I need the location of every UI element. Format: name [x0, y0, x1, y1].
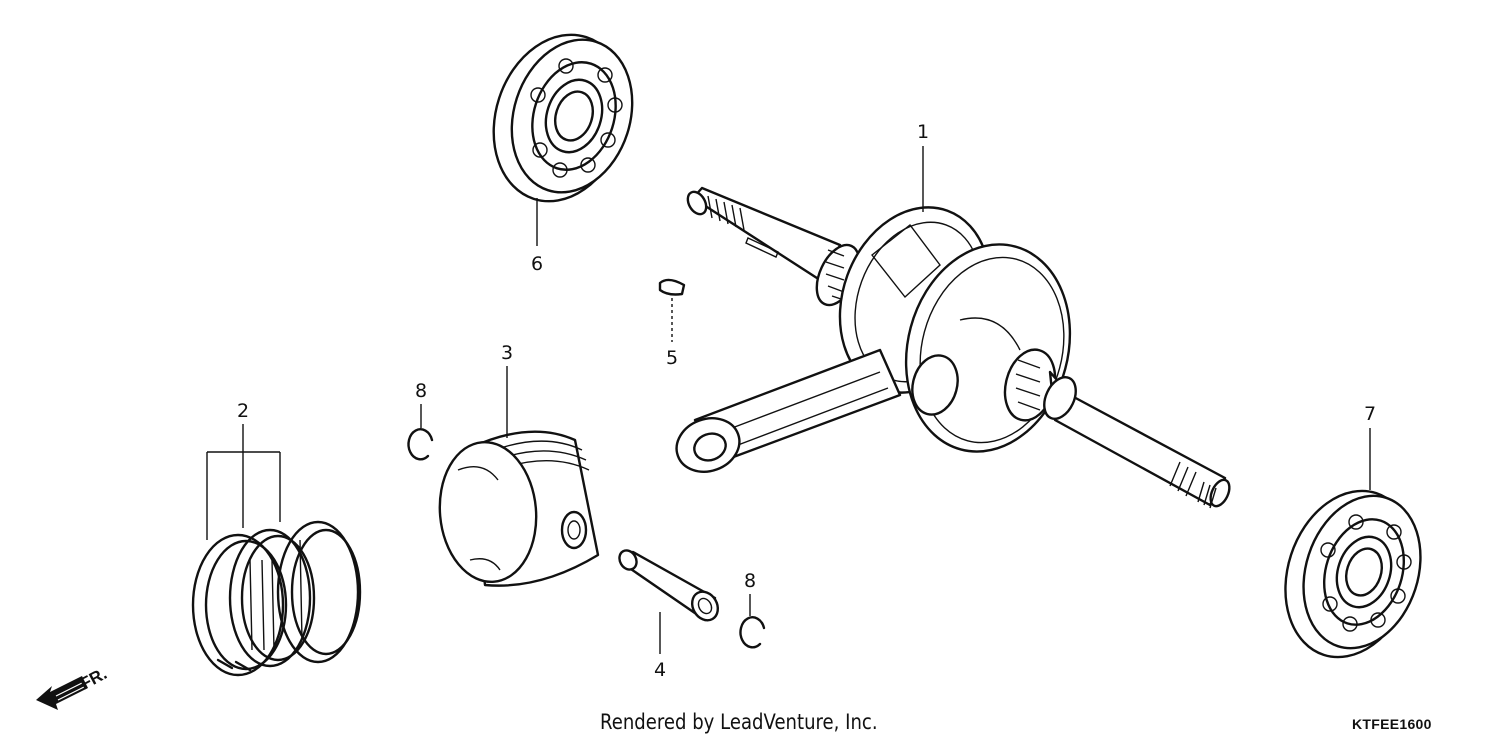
- callout-2: 2: [237, 400, 249, 422]
- crankshaft[interactable]: [669, 186, 1233, 509]
- diagram-code: KTFEE1600: [1352, 716, 1432, 732]
- credit-text: Rendered by LeadVenture, Inc.: [600, 710, 878, 734]
- callout-7: 7: [1364, 403, 1376, 425]
- clip-right[interactable]: [739, 616, 766, 649]
- callout-5: 5: [666, 347, 678, 369]
- bearing-upper[interactable]: [473, 17, 651, 218]
- woodruff-key[interactable]: [658, 278, 686, 296]
- clip-left[interactable]: [407, 428, 434, 461]
- front-indicator: FR.: [36, 664, 110, 710]
- piston-pin[interactable]: [616, 547, 723, 625]
- callout-1: 1: [917, 121, 929, 143]
- piston[interactable]: [434, 430, 600, 587]
- callout-6: 6: [531, 253, 543, 275]
- leader-2-bracket: [206, 451, 281, 540]
- callout-4: 4: [654, 659, 666, 681]
- callout-8-left: 8: [415, 380, 427, 402]
- bearing-right[interactable]: [1265, 474, 1440, 674]
- piston-rings[interactable]: [191, 520, 362, 677]
- callout-3: 3: [501, 342, 513, 364]
- callout-8-right: 8: [744, 570, 756, 592]
